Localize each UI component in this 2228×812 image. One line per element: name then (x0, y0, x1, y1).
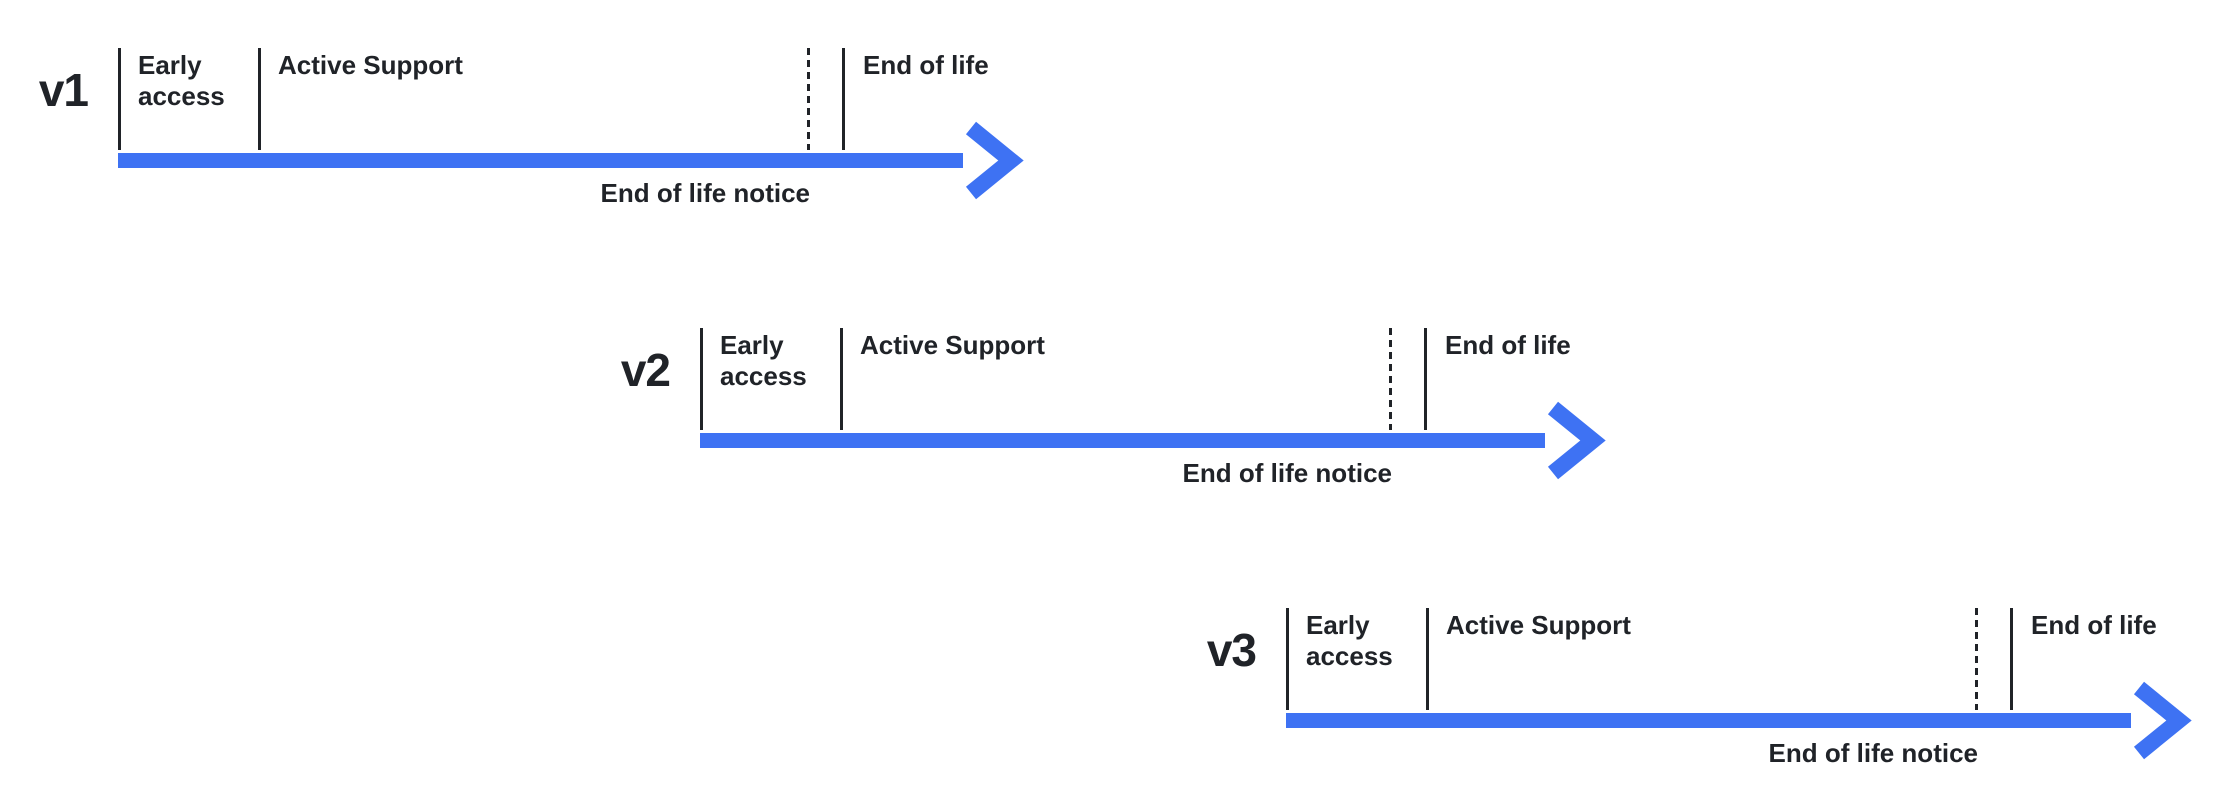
end-of-life-notice-dashed-tick (807, 48, 810, 150)
version-label: v3 (1206, 624, 1257, 676)
arrow-head-icon (965, 121, 1024, 200)
active-support-tick (258, 48, 261, 150)
end-of-life-label: End of life (2031, 610, 2157, 640)
end-of-life-label: End of life (1445, 330, 1571, 360)
timeline-v1: v1 Early access Active Support End of li… (0, 48, 1038, 223)
early-access-tick (1286, 608, 1289, 710)
timeline-arrow-icon (700, 401, 1606, 480)
end-of-life-notice-dashed-tick (1975, 608, 1978, 710)
end-of-life-notice-label: End of life notice (1768, 738, 1978, 768)
timeline-v2: v2 Early access Active Support End of li… (500, 328, 1620, 503)
timeline-arrow-icon (118, 121, 1024, 200)
arrow-head-icon (2133, 681, 2192, 760)
version-label: v2 (620, 344, 671, 396)
end-of-life-tick (2010, 608, 2013, 710)
timeline-arrow-icon (1286, 681, 2192, 760)
version-label: v1 (38, 64, 89, 116)
early-access-tick (118, 48, 121, 150)
end-of-life-notice-dashed-tick (1389, 328, 1392, 430)
early-access-label: Early access (138, 50, 225, 111)
arrow-head-icon (1547, 401, 1606, 480)
end-of-life-tick (1424, 328, 1427, 430)
active-support-tick (1426, 608, 1429, 710)
end-of-life-tick (842, 48, 845, 150)
timeline-v3: v3 Early access Active Support End of li… (1086, 608, 2206, 783)
active-support-label: Active Support (1446, 610, 1631, 640)
early-access-label: Early access (1306, 610, 1393, 671)
active-support-label: Active Support (860, 330, 1045, 360)
early-access-label: Early access (720, 330, 807, 391)
early-access-tick (700, 328, 703, 430)
active-support-tick (840, 328, 843, 430)
end-of-life-notice-label: End of life notice (1182, 458, 1392, 488)
end-of-life-label: End of life (863, 50, 989, 80)
active-support-label: Active Support (278, 50, 463, 80)
end-of-life-notice-label: End of life notice (600, 178, 810, 208)
